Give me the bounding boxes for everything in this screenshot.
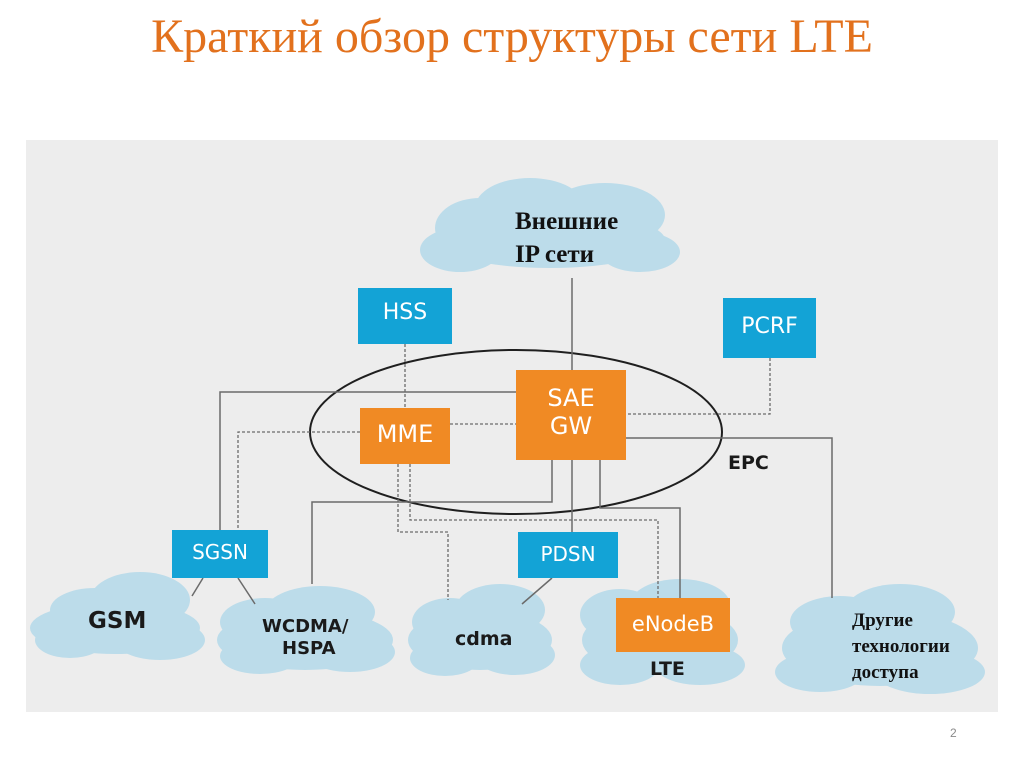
sae-gw-label-line2: GW [549,412,593,440]
sae-gw-box [516,370,626,460]
sgsn-box [172,530,268,578]
dash-pcrf-to-gw [626,358,771,415]
mme-box [360,408,450,464]
wcdma-label-line2: HSPA [282,638,336,659]
external-ip-label-line1: Внешние [515,208,619,235]
sae-gw-label-line1: SAE [547,384,595,412]
pcrf-box [723,298,816,358]
dash-mme-to-enodeb [409,464,659,598]
lte-label: LTE [650,658,685,680]
line-gw-to-enodeb [599,460,681,598]
line-sgsn-to-wcdma [237,577,256,605]
pcrf-label: PCRF [741,314,798,339]
page-number: 2 [950,726,957,740]
line-sgsn-to-gsm [191,577,204,597]
mme-label: MME [376,420,434,448]
dash-mme-to-cdma [397,464,449,600]
enodeb-box [616,598,730,652]
dash-mme-to-sgsn [237,431,360,530]
sgsn-label: SGSN [192,540,248,564]
hss-label: HSS [382,300,428,325]
other-access-label-line1: Другие [852,610,913,631]
other-access-label-line3: доступа [852,662,919,683]
cdma-label: cdma [455,628,513,650]
page-title: Краткий обзор структуры сети LTE [151,10,873,63]
cloud-gsm [30,572,205,660]
pdsn-box [518,532,618,578]
line-sgsn-to-gw [219,391,516,530]
epc-label: EPC [728,452,769,474]
line-gw-to-other [626,437,833,598]
other-access-label-line2: технологии [852,636,950,657]
cloud-cdma [408,584,555,676]
enodeb-label: eNodeB [631,612,715,636]
dashed-connections [237,344,771,600]
pdsn-label: PDSN [540,542,596,566]
line-pdsn-to-cdma [521,577,553,605]
cloud-other-access [775,584,985,694]
solid-connections [191,278,833,605]
hss-box [358,288,452,344]
wcdma-label-line1: WCDMA/ [262,616,349,637]
gsm-label: GSM [88,608,147,634]
cloud-wcdma-hspa [217,586,395,674]
line-wcdma-to-gw [311,460,553,584]
cloud-external-ip-networks [420,178,680,272]
external-ip-label-line2: IP сети [515,241,595,268]
